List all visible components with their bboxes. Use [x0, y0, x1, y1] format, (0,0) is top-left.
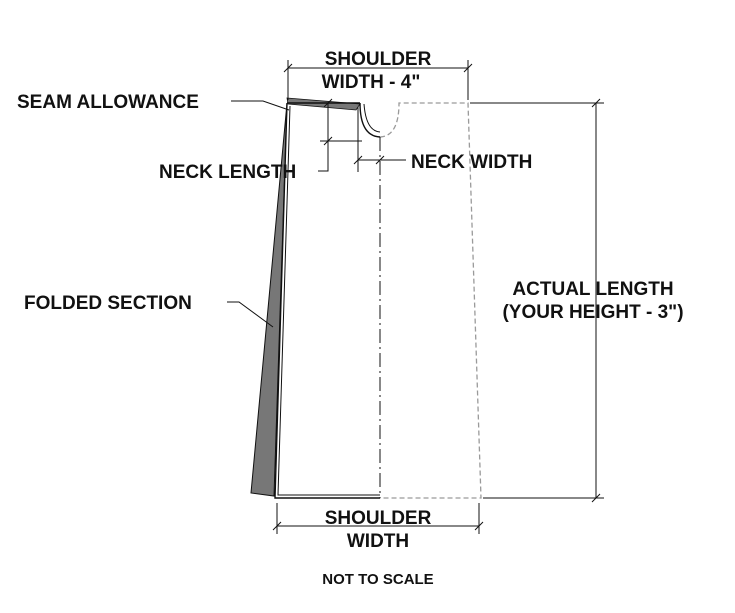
neck-curve-left: [359, 102, 381, 138]
folded-section-label: FOLDED SECTION: [24, 293, 192, 314]
garment-right-dashed-outline: [379, 102, 482, 499]
neck-width-tick-right: [375, 155, 385, 165]
garment-left-inner-line: [277, 105, 380, 496]
garment-left-outline: [274, 102, 380, 499]
neck-length-label: NECK LENGTH: [159, 162, 296, 183]
neck-width-label: NECK WIDTH: [411, 152, 532, 173]
shoulder-bottom-tick-right: [474, 521, 484, 531]
seam-allowance-label: SEAM ALLOWANCE: [17, 92, 199, 113]
shoulder-width-bottom-line2: WIDTH: [347, 531, 409, 552]
actual-length-tick-top: [591, 98, 601, 108]
shoulder-width-top-line2: WIDTH - 4": [322, 72, 421, 93]
actual-length-tick-bottom: [591, 493, 601, 503]
not-to-scale-note: NOT TO SCALE: [322, 571, 433, 588]
seam-allowance-strip: [286, 97, 361, 111]
neck-curve-left-inner: [363, 103, 381, 133]
shoulder-bottom-tick-left: [272, 521, 282, 531]
seam-allowance-leader: [231, 100, 290, 111]
shoulder-top-tick-left: [283, 63, 293, 73]
neck-length-leader: [318, 141, 329, 172]
shoulder-width-top-line1: SHOULDER: [325, 49, 432, 70]
neck-width-tick-left: [353, 155, 363, 165]
neck-length-tick-top: [323, 98, 333, 108]
actual-length-line2: (YOUR HEIGHT - 3"): [502, 302, 683, 323]
actual-length-line1: ACTUAL LENGTH: [512, 279, 673, 300]
folded-section-leader: [227, 301, 274, 328]
shoulder-width-bottom-line1: SHOULDER: [325, 508, 432, 529]
shoulder-top-tick-right: [463, 63, 473, 73]
